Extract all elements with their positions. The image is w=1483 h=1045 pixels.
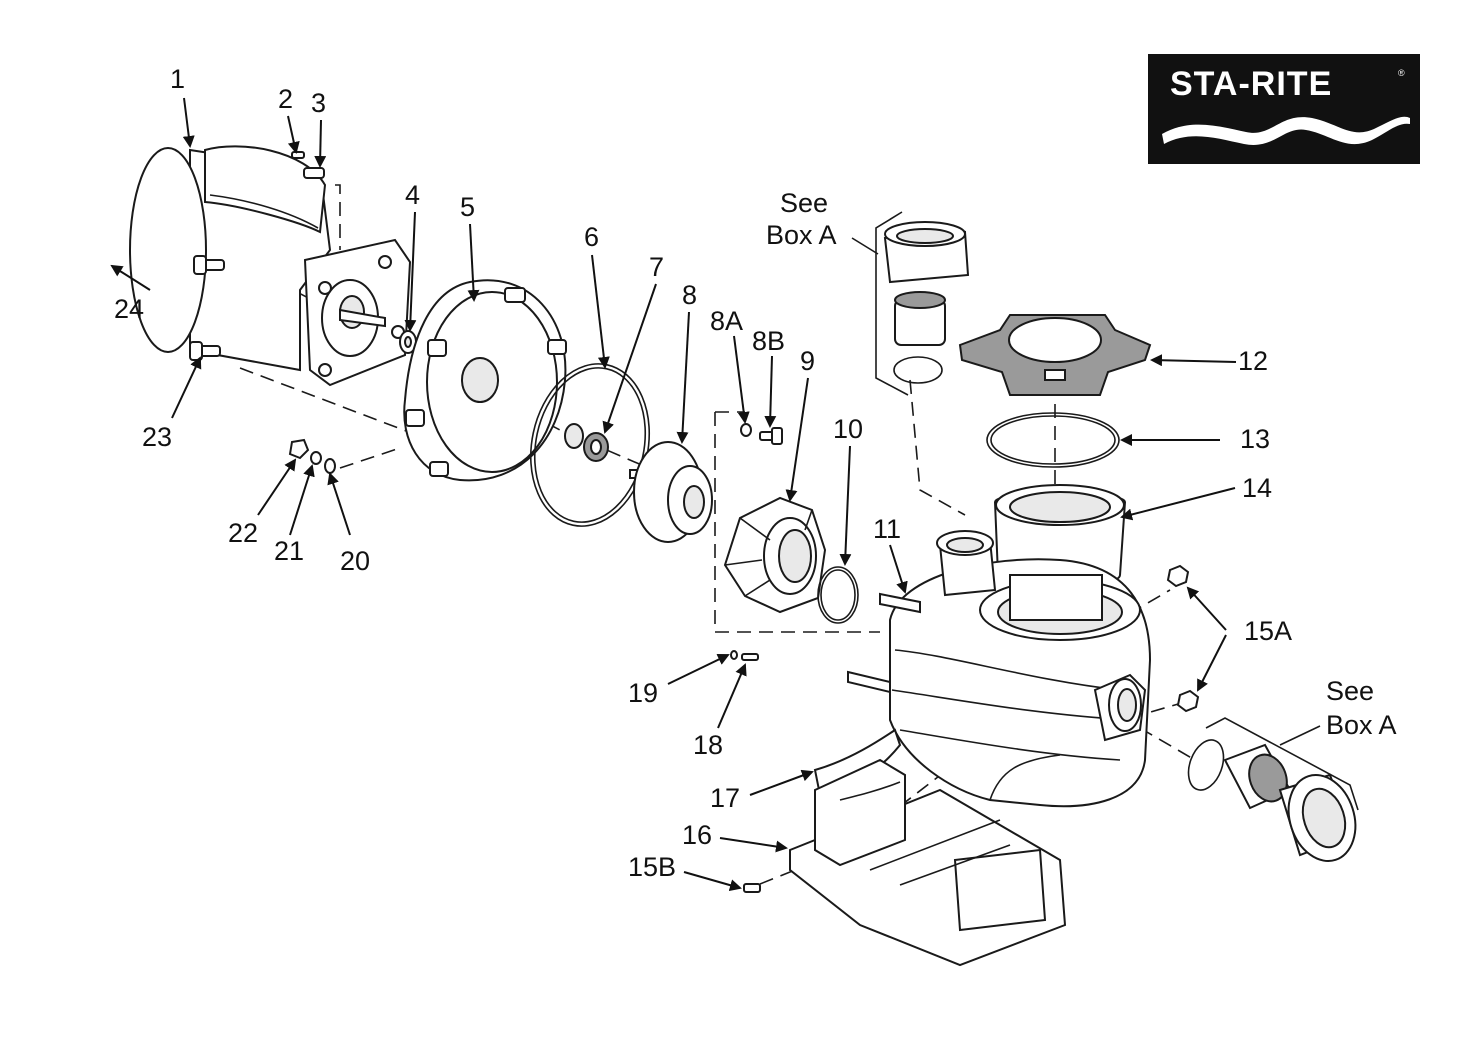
box-a-ref-top-line2: Box A — [766, 220, 837, 250]
drain-plug-part-15a-upper — [1166, 564, 1190, 588]
bolt-part-23 — [189, 341, 221, 361]
callout-22: 22 — [228, 518, 258, 548]
callout-23: 23 — [142, 422, 172, 452]
box-a-ref-right-line1: See — [1326, 676, 1374, 706]
box-a-ref-right-line2: Box A — [1326, 710, 1397, 740]
callout-12: 12 — [1238, 346, 1268, 376]
base-part-16 — [789, 758, 1067, 967]
callout-9: 9 — [800, 346, 815, 376]
logo-wave-icon — [1162, 116, 1410, 145]
box-a-ref-top-line1: See — [780, 188, 828, 218]
nut-part-22 — [288, 438, 310, 460]
union-tailpiece-right — [1223, 743, 1292, 810]
impeller-part-8 — [629, 441, 713, 543]
callout-8a: 8A — [710, 306, 743, 336]
union-o-ring-top — [893, 356, 943, 384]
callout-8b: 8B — [752, 326, 785, 356]
o-ring-part-10 — [817, 566, 859, 624]
leader-lines — [110, 97, 1321, 892]
callout-1: 1 — [170, 64, 185, 94]
callout-17: 17 — [710, 783, 740, 813]
callout-7: 7 — [649, 252, 664, 282]
callout-labels: 1 2 3 4 5 6 7 8 8A 8B 9 10 11 12 13 14 1… — [114, 64, 1397, 882]
callout-21: 21 — [274, 536, 304, 566]
callout-16: 16 — [682, 820, 712, 850]
callout-10: 10 — [833, 414, 863, 444]
sta-rite-logo: STA-RITE ® — [1148, 54, 1420, 164]
callout-5: 5 — [460, 192, 475, 222]
washer-part-19 — [730, 650, 738, 660]
screw-part-8b — [759, 427, 783, 445]
union-nut-right — [1278, 773, 1357, 862]
motor-part-1 — [129, 145, 412, 387]
base-screw-part-15b — [743, 883, 761, 893]
box-a-bracket-top — [875, 211, 909, 396]
bolt-part-24 — [193, 255, 225, 275]
strainer-lid-part-12 — [958, 314, 1152, 396]
washer-part-20 — [324, 458, 336, 474]
callout-14: 14 — [1242, 473, 1272, 503]
callout-3: 3 — [311, 88, 326, 118]
callout-24: 24 — [114, 294, 144, 324]
logo-registered-mark: ® — [1398, 68, 1405, 78]
terminal-clip-part-3 — [303, 167, 325, 179]
callout-20: 20 — [340, 546, 370, 576]
drain-plug-part-15a-lower — [1176, 689, 1200, 713]
terminal-screw-part-2 — [291, 151, 305, 159]
lock-washer-part-21 — [310, 451, 322, 465]
callout-8: 8 — [682, 280, 697, 310]
screw-part-18 — [741, 653, 759, 661]
washer-part-8a — [740, 423, 752, 437]
callout-6: 6 — [584, 222, 599, 252]
union-nut-top — [883, 221, 970, 284]
lid-o-ring-part-13 — [986, 412, 1120, 468]
callout-11: 11 — [873, 514, 901, 544]
callout-13: 13 — [1240, 424, 1270, 454]
callout-19: 19 — [628, 678, 658, 708]
box-a-bracket-right — [1205, 717, 1359, 811]
seal-plate-part-5 — [403, 279, 567, 482]
pump-housing — [847, 530, 1152, 808]
callout-4: 4 — [405, 180, 420, 210]
diffuser-part-9 — [723, 496, 827, 614]
shaft-seal-part-7 — [564, 423, 609, 462]
callout-2: 2 — [278, 84, 293, 114]
union-tailpiece-top — [894, 291, 946, 346]
callout-15b: 15B — [628, 852, 676, 882]
callout-15a: 15A — [1244, 616, 1292, 646]
union-o-ring-right — [1187, 739, 1225, 791]
callout-18: 18 — [693, 730, 723, 760]
logo-text: STA-RITE — [1170, 65, 1332, 103]
